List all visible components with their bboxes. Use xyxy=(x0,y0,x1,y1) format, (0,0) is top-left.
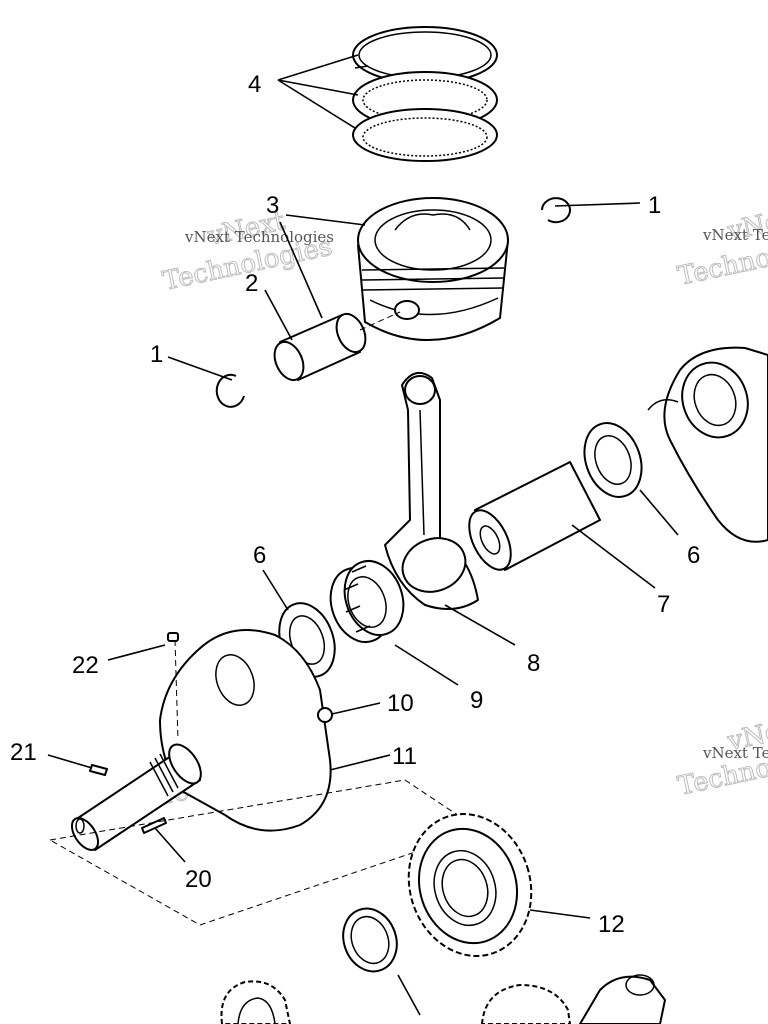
callout-10: 10 xyxy=(387,690,414,717)
shaft-bottom-right xyxy=(579,974,666,1024)
watermark-right-bottom: vNext Technologies vNext Technologies xyxy=(675,711,768,803)
leader-lines xyxy=(47,54,679,1016)
key-20 xyxy=(141,817,167,834)
callout-1-left: 1 xyxy=(150,341,163,368)
crankshaft-left xyxy=(70,629,332,851)
key-22 xyxy=(167,632,179,642)
piston-rings xyxy=(352,26,498,162)
needle-bearing xyxy=(329,560,405,643)
callout-6-right: 6 xyxy=(687,542,700,569)
callout-9: 9 xyxy=(470,687,483,714)
gear-bottom-right xyxy=(481,984,571,1024)
callout-22: 22 xyxy=(72,652,99,679)
washer-bottom xyxy=(342,907,398,973)
callout-8: 8 xyxy=(527,650,540,677)
watermark-center-top: vNext Technologies vNext Technologies xyxy=(160,206,336,298)
callout-4: 4 xyxy=(248,71,261,98)
callout-3: 3 xyxy=(266,192,279,219)
circlip-top xyxy=(541,197,571,224)
callout-20: 20 xyxy=(185,866,212,893)
callout-7: 7 xyxy=(657,591,670,618)
crank-half-right xyxy=(647,346,768,543)
callout-21: 21 xyxy=(10,739,37,766)
piston xyxy=(357,197,509,342)
circlip-left xyxy=(215,373,245,408)
ball-10 xyxy=(317,707,333,723)
key-21 xyxy=(89,764,108,776)
svg-text:vNext Technologies: vNext Technologies xyxy=(184,228,334,246)
svg-text:vNext Technologies: vNext Technologies xyxy=(702,744,768,762)
watermark-right-top: vNext Technologies vNext Technologies xyxy=(675,201,768,293)
wrist-pin xyxy=(273,311,401,382)
callout-2: 2 xyxy=(245,270,258,297)
callout-1-top: 1 xyxy=(648,192,661,219)
svg-text:vNext Technologies: vNext Technologies xyxy=(702,226,768,244)
connecting-rod xyxy=(384,371,479,610)
gear-bottom-left xyxy=(220,980,291,1024)
callout-12: 12 xyxy=(598,911,625,938)
callout-6-left: 6 xyxy=(253,542,266,569)
gear-12 xyxy=(407,813,533,957)
callout-labels: 4 3 2 1 1 6 7 6 8 22 9 10 21 11 20 12 xyxy=(10,71,700,938)
callout-11: 11 xyxy=(392,743,417,770)
crank-pin xyxy=(468,461,601,571)
thrust-washer-right xyxy=(583,422,643,498)
